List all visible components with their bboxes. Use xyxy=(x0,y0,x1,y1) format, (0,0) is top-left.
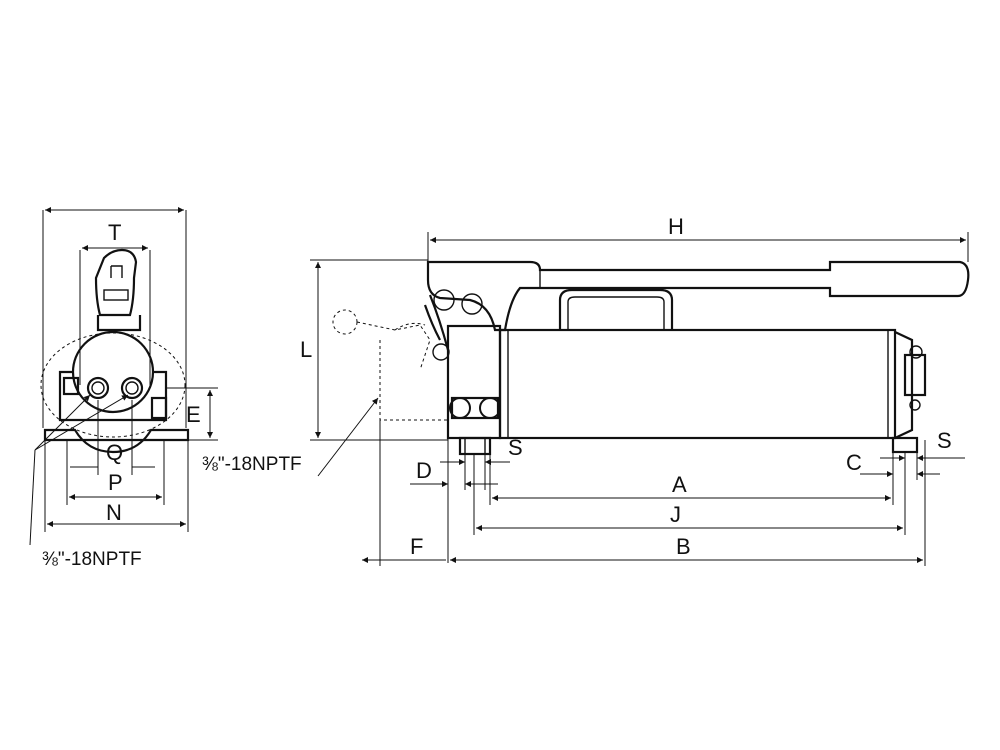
dim-label-T: T xyxy=(108,220,121,245)
port-note-end-view: ⅜"-18NPTF xyxy=(42,549,142,570)
port-note-side-view: ⅜"-18NPTF xyxy=(202,454,302,475)
dim-label-L: L xyxy=(300,337,312,362)
dim-label-P: P xyxy=(108,470,123,495)
dim-label-B: B xyxy=(676,534,691,559)
dim-label-F: F xyxy=(410,534,423,559)
dim-label-D: D xyxy=(416,458,432,483)
end-view xyxy=(29,207,218,546)
dim-label-A: A xyxy=(672,472,687,497)
dim-label-E: E xyxy=(186,402,201,427)
dim-label-N: N xyxy=(106,500,122,525)
side-view xyxy=(310,232,970,566)
dim-label-S-right: S xyxy=(937,428,952,453)
dim-label-Q: Q xyxy=(106,440,123,465)
dim-label-C: C xyxy=(846,450,862,475)
dim-label-S-left: S xyxy=(508,435,523,460)
dim-label-H: H xyxy=(668,214,684,239)
dim-label-J: J xyxy=(670,502,681,527)
